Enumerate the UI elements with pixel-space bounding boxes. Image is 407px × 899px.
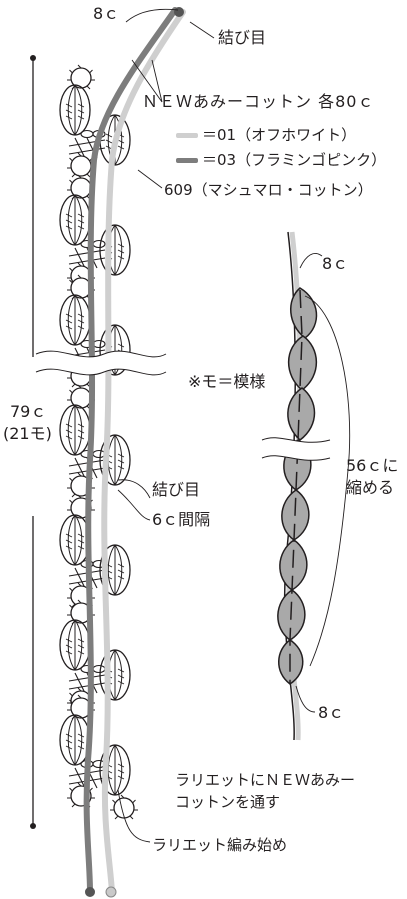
- off-white-swatch: [176, 132, 198, 138]
- label-knot-top: 結び目: [218, 28, 267, 47]
- compressed-lariat: [261, 231, 351, 741]
- yarn-strands: [83, 7, 186, 898]
- label-609: 609（マシュマロ・コットン）: [164, 181, 373, 199]
- label-length-79c: 79ｃ: [10, 402, 47, 421]
- label-yarn-name: ＮＥＷあみーコットン 各80ｃ: [142, 92, 375, 111]
- off-white-yarn: [101, 9, 186, 895]
- label-thread-note-2: コットンを通す: [175, 793, 281, 811]
- legend-03-flamingo-pink: ＝03（フラミンゴピンク）: [176, 150, 386, 170]
- leader-lines: [117, 8, 215, 843]
- length-dimension-line: [30, 55, 36, 829]
- label-interval-6c: 6ｃ間隔: [152, 510, 211, 529]
- label-start-note: ラリエット編み始め: [152, 836, 288, 854]
- label-reduce-56c: 56ｃに: [346, 456, 399, 475]
- label-knot-mid: 結び目: [152, 480, 201, 499]
- legend-01-label: ＝01（オフホワイト）: [202, 126, 357, 144]
- legend-01-off-white: ＝01（オフホワイト）: [176, 125, 356, 145]
- label-right-8c-top: 8ｃ: [322, 254, 349, 273]
- label-right-8c-bottom: 8ｃ: [318, 703, 345, 722]
- break-mark-left: [35, 350, 167, 376]
- label-pattern-note: ※モ＝模様: [188, 372, 266, 391]
- legend-03-label: ＝03（フラミンゴピンク）: [202, 151, 387, 169]
- label-thread-note-1: ラリエットにＮＥＷあみー: [175, 771, 356, 789]
- label-top-8c: 8ｃ: [93, 4, 120, 23]
- label-reduce-note: 縮める: [346, 478, 395, 497]
- lariat-stitch-chart: [60, 65, 139, 820]
- flamingo-pink-yarn: [83, 7, 178, 895]
- flamingo-pink-swatch: [176, 157, 198, 163]
- label-length-21mo: (21モ): [3, 424, 52, 443]
